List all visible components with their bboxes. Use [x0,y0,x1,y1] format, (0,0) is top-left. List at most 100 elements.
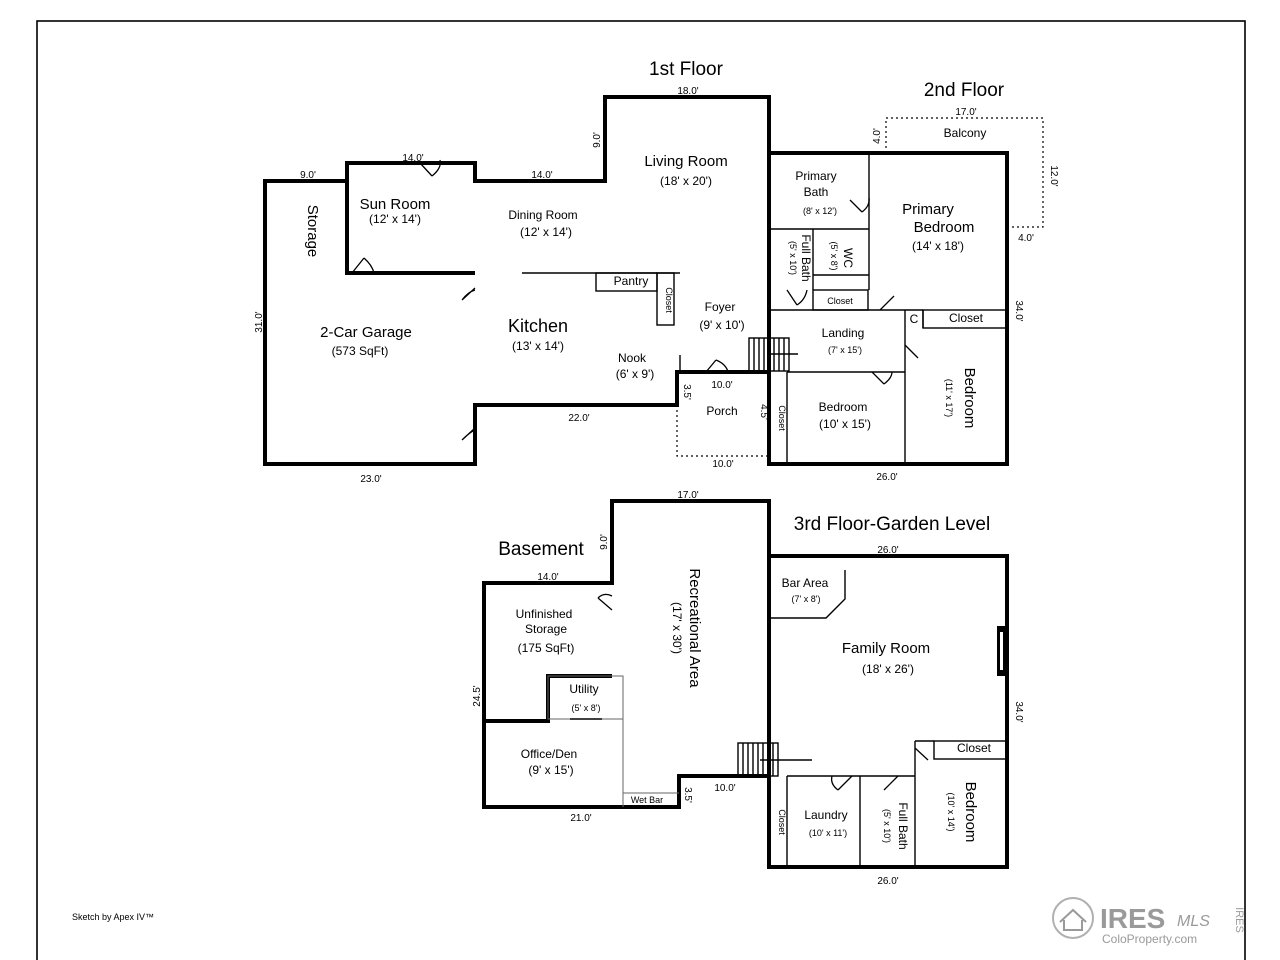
rec-area-size: (17' x 30') [670,602,684,654]
ires-house-icon [1052,897,1094,939]
primary-bath-size: (8' x 12') [803,206,837,216]
bedroom-c-label: Bedroom [962,782,979,843]
dim-bsmt-10: 10.0' [714,783,735,794]
living-room-label: Living Room [644,153,727,170]
dim-porch-45: 4.5' [758,404,769,420]
bedroom-b-size: (11' x 17') [944,379,954,417]
dim-2nd-34: 34.0' [1013,300,1024,321]
bedroom-c-size: (10' x 14') [946,793,956,832]
nook-label: Nook [618,351,647,365]
second-floor-title: 2nd Floor [924,80,1005,101]
bar-area-size: (7' x 8') [792,594,821,604]
kitchen-size: (13' x 14') [512,339,564,353]
garden-level [767,554,1009,869]
foyer-size: (9' x 10') [699,318,744,332]
dining-room-label: Dining Room [508,208,577,222]
full-bath-size: (5' x 10') [788,241,798,275]
landing-size: (7' x 15') [828,345,862,355]
dim-9: 9.0' [592,132,603,148]
kitchen-label: Kitchen [508,316,568,336]
primary-bedroom-label: Primary [902,201,954,218]
unfinished-size: (175 SqFt) [518,641,575,655]
full-bath-label: Full Bath [799,234,813,281]
kitchen-closet-label: Closet [664,287,674,313]
credits: Sketch by Apex IV™ IRES MLS ColoProperty… [72,897,1245,946]
c-closet-label: C [910,312,919,326]
bedroom-a-label: Bedroom [819,400,868,414]
second-floor-labels: 2nd Floor 17.0' 4.0' Balcony 12.0' 4.0' … [777,80,1059,483]
dim-bsmt-21: 21.0' [570,813,591,824]
wetbar-label: Wet Bar [631,795,663,805]
sun-room-size: (12' x 14') [369,212,421,226]
basement-labels: Basement 17.0' 9.0' 14.0' 24.5' 21.0' 3.… [472,490,736,824]
laundry-size: (10' x 11') [809,828,847,838]
dim-porch-10: 10.0' [712,459,733,470]
foyer-label: Foyer [705,300,736,314]
ires-site: ColoProperty.com [1102,932,1197,946]
dim-bsmt-245: 24.5' [472,685,483,706]
dim-dining-14: 14.0' [531,170,552,181]
primary-bedroom-size: (14' x 18') [912,239,964,253]
utility-size: (5' x 8') [572,703,601,713]
dim-sun-14: 14.0' [402,153,423,164]
page-frame [36,20,1246,960]
laundry-label: Laundry [804,808,847,822]
dim-2nd-26: 26.0' [876,472,897,483]
dim-balcony-17: 17.0' [955,107,976,118]
dim-bsmt-17: 17.0' [677,490,698,501]
garden-closet-label: Closet [957,741,992,755]
garage-label: 2-Car Garage [320,324,412,341]
office-size: (9' x 15') [528,763,573,777]
bedroom-b-label: Bedroom [961,368,978,429]
dim-balcony-4b: 4.0' [1018,233,1034,244]
sun-room-label: Sun Room [360,196,431,213]
primary-bath-label: Primary [795,169,836,183]
dim-balcony-4: 4.0' [872,128,883,144]
bar-area-label: Bar Area [782,576,829,590]
nook-size: (6' x 9') [616,367,655,381]
primary-bedroom-label-2: Bedroom [914,219,975,236]
dim-garden-26-top: 26.0' [877,545,898,556]
ires-brand: IRES [1100,903,1165,934]
full-bath-b-label: Full Bath [896,802,910,849]
balcony-label: Balcony [944,126,987,140]
bedroom-a-closet: Closet [777,405,787,431]
dim-porch-35: 3.5' [681,384,692,400]
wc-size: (5' x 8') [829,242,839,271]
primary-bath-label-2: Bath [804,185,829,199]
unfinished-label: Unfinished [516,607,573,621]
pantry-label: Pantry [614,274,649,288]
dim-garden-26-bottom: 26.0' [877,876,898,887]
office-label: Office/Den [521,747,577,761]
wc-label: WC [841,248,855,268]
dim-bsmt-35: 3.5' [682,787,693,803]
landing-label: Landing [822,326,865,340]
dim-garage-31: 31.0' [254,311,265,332]
ires-side: IRES [1233,907,1245,933]
dim-kitchen-22: 22.0' [568,413,589,424]
laundry-closet-label: Closet [777,809,787,835]
second-floor [767,117,1044,466]
dining-room-size: (12' x 14') [520,225,572,239]
living-room-size: (18' x 20') [660,174,712,188]
wc-closet-label: Closet [827,296,853,306]
dim-garage-23: 23.0' [360,474,381,485]
family-room-label: Family Room [842,640,930,657]
dim-bsmt-14: 14.0' [537,572,558,583]
utility-label: Utility [569,682,598,696]
ires-logo: IRES MLS ColoProperty.com IRES [1052,897,1245,946]
garage-size: (573 SqFt) [332,344,389,358]
unfinished-label-2: Storage [525,622,567,636]
dim-garage-9: 9.0' [300,170,316,181]
rec-area-label: Recreational Area [686,568,703,688]
dim-garden-34: 34.0' [1013,701,1024,722]
dim-foyer-10: 10.0' [711,380,732,391]
dim-balcony-12: 12.0' [1048,165,1059,186]
dim-top-18: 18.0' [677,86,698,97]
first-floor-labels: 1st Floor 18.0' 9.0' 14.0' 9.0' 14.0' 31… [254,59,769,485]
storage-label: Storage [304,205,321,258]
basement-title: Basement [498,539,584,560]
sketch-credit: Sketch by Apex IV™ [72,912,154,922]
ires-mls: MLS [1177,913,1210,930]
